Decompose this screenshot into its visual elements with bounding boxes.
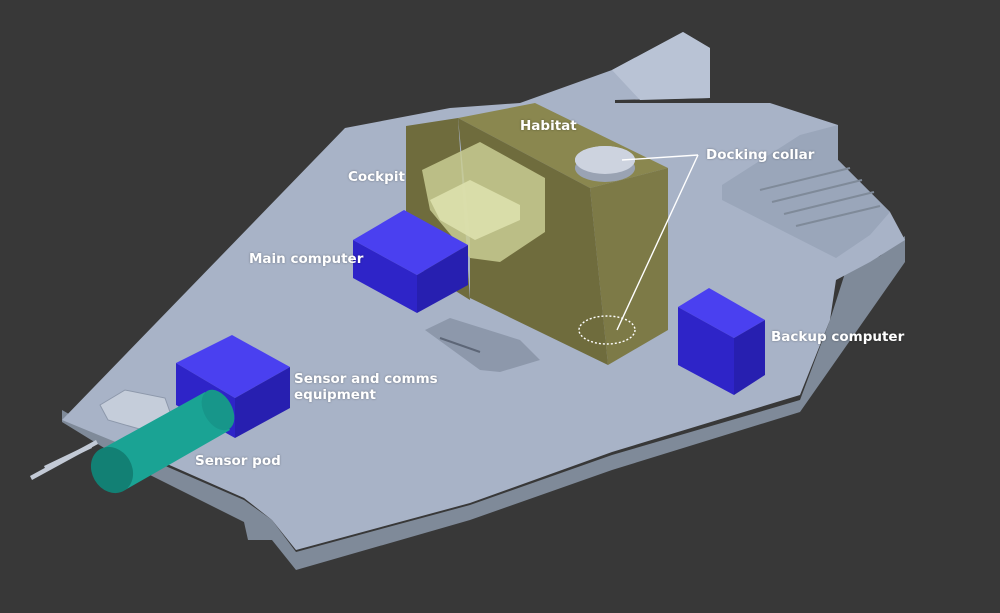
hull-ridge [612,32,710,100]
sensor-pod-cylinder [90,389,235,494]
backup-computer-block [678,288,765,395]
label-backup-computer: Backup computer [771,329,905,345]
habitat-module [406,103,668,365]
label-docking-collar: Docking collar [706,147,815,163]
label-cockpit: Cockpit [348,169,405,185]
hull-side-face [62,236,905,570]
hull-vents [759,167,881,227]
docking-collar-hidden-marker [578,315,636,345]
main-computer-block [353,210,468,313]
label-sensor-comms-line1: Sensor and comms [294,371,438,387]
leader-lines [616,154,699,331]
label-sensor-comms: Sensor and comms equipment [294,371,438,403]
label-sensor-comms-line2: equipment [294,387,377,403]
label-main-computer: Main computer [249,251,364,267]
label-sensor-pod: Sensor pod [195,453,281,469]
label-habitat: Habitat [520,118,577,134]
antennas [30,440,98,480]
hull-right-panel [722,125,890,258]
hull-front-vent [425,318,540,372]
